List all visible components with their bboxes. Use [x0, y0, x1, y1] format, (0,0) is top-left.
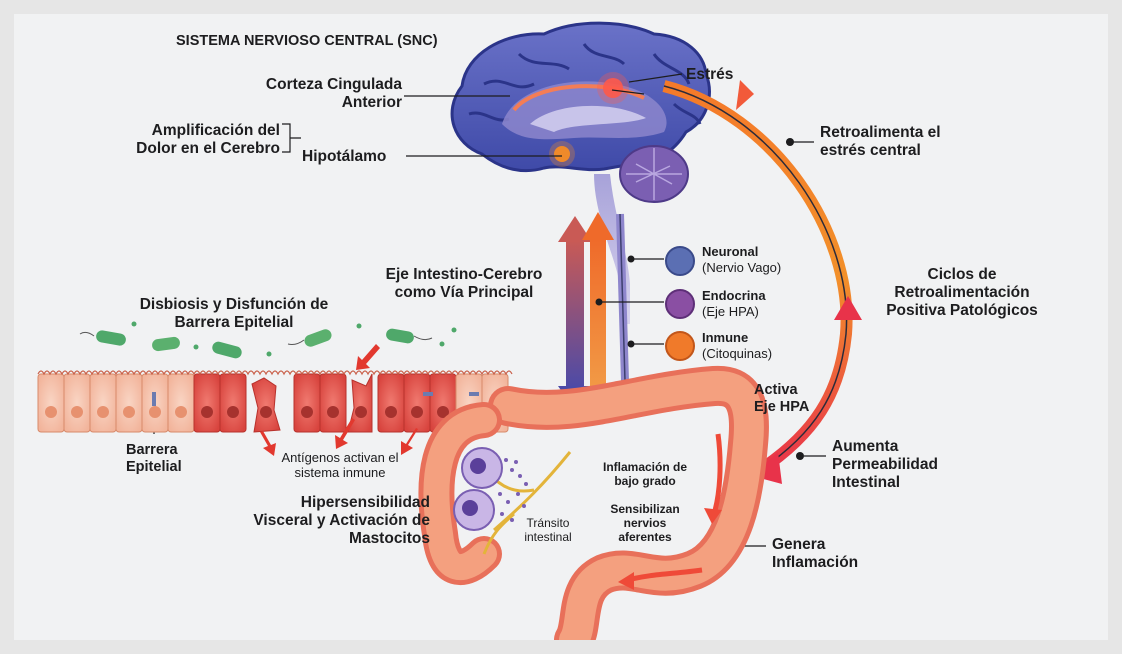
pathway-endocrina-sub: (Eje HPA): [702, 304, 759, 319]
label-estres: Estrés: [686, 66, 733, 84]
flask-icon: [665, 289, 695, 319]
label-retroalimenta: Retroalimenta el estrés central: [820, 124, 960, 160]
label-genera-inflamacion: Genera Inflamación: [772, 536, 892, 572]
pathway-endocrina-name: Endocrina: [702, 288, 766, 303]
pathway-inmune-sub: (Citoquinas): [702, 346, 772, 361]
label-ciclos: Ciclos de Retroalimentación Positiva Pat…: [872, 266, 1052, 320]
label-activa-hpa: Activa Eje HPA: [754, 382, 814, 416]
label-antigenos: Antígenos activan el sistema inmune: [272, 450, 408, 480]
label-transito: Tránsito intestinal: [516, 516, 580, 544]
label-amplificacion: Amplificación del Dolor en el Cerebro: [118, 122, 280, 158]
label-hipotalamo: Hipotálamo: [302, 148, 386, 166]
pathway-neuronal-name: Neuronal: [702, 244, 758, 259]
virus-icon: [665, 331, 695, 361]
label-aumenta-permeabilidad: Aumenta Permeabilidad Intestinal: [832, 438, 972, 492]
label-sensibilizan: Sensibilizan nervios aferentes: [606, 502, 684, 544]
label-eje-intestino-cerebro: Eje Intestino-Cerebro como Vía Principal: [364, 266, 564, 302]
pathway-inmune-name: Inmune: [702, 330, 748, 345]
label-disbiosis: Disbiosis y Disfunción de Barrera Epitel…: [134, 296, 334, 332]
label-corteza: Corteza Cingulada Anterior: [230, 76, 402, 112]
pathway-neuronal-sub: (Nervio Vago): [702, 260, 781, 275]
diagram-title: SISTEMA NERVIOSO CENTRAL (SNC): [176, 33, 438, 50]
label-inflamacion-bajo-grado: Inflamación de bajo grado: [600, 460, 690, 488]
label-barrera: Barrera Epitelial: [126, 442, 196, 476]
neuron-icon: [665, 246, 695, 276]
label-hipersensibilidad: Hipersensibilidad Visceral y Activación …: [240, 494, 430, 548]
diagram-panel: SISTEMA NERVIOSO CENTRAL (SNC) Corteza C…: [14, 14, 1108, 640]
